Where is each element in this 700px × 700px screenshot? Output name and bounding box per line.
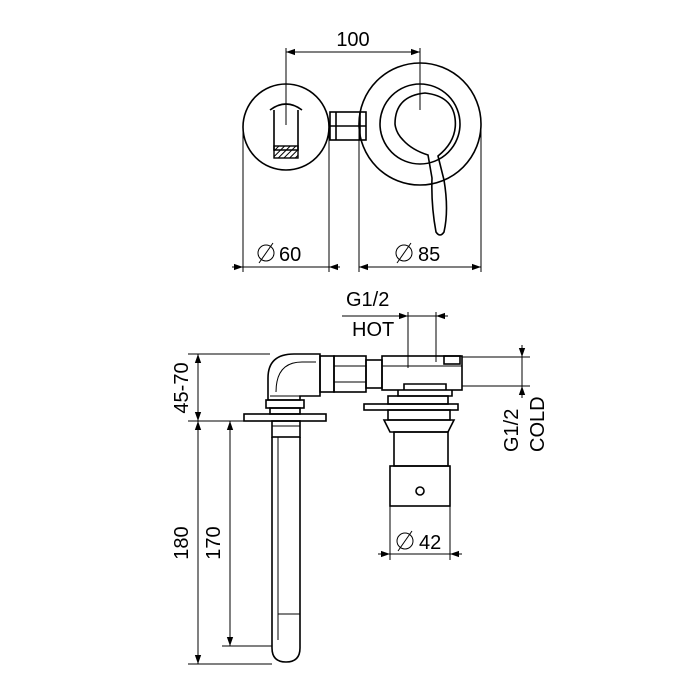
dim-mixer-plate-label: 85	[418, 244, 440, 266]
mixer-body	[363, 355, 463, 507]
dim-mixer-plate: 85	[358, 124, 482, 272]
dim-spout-length-label: 170	[203, 526, 225, 559]
connector-nut	[319, 355, 383, 393]
dim-spacing: 100	[285, 29, 421, 125]
dim-total-height-label: 180	[171, 526, 193, 559]
cold-label: COLD	[527, 396, 549, 452]
dim-total-height: 180	[171, 421, 272, 665]
dim-spout-plate-label: 60	[279, 244, 301, 266]
dim-spacing-label: 100	[336, 29, 369, 51]
cold-thread-label: G1/2	[501, 409, 523, 452]
diameter-icon	[395, 242, 413, 264]
dim-hot-thread: G1/2 HOT	[342, 289, 448, 368]
dim-body-diameter-label: 42	[419, 532, 441, 554]
hot-thread-label: G1/2	[346, 289, 389, 311]
diameter-icon	[257, 242, 275, 264]
dim-depth-range-label: 45-70	[171, 362, 193, 413]
dim-spout-plate: 60	[232, 127, 340, 272]
dim-depth-range: 45-70	[171, 353, 270, 422]
dim-cold-thread: G1/2 COLD	[462, 345, 549, 452]
dim-spout-length: 170	[203, 420, 272, 647]
diameter-icon	[396, 530, 414, 552]
hot-label: HOT	[352, 319, 394, 341]
side-view: 45-70 180 170 G1/2 HOT	[171, 289, 549, 665]
spout	[243, 353, 327, 663]
dim-body-diameter: 42	[378, 506, 462, 560]
top-view: 100 60 85	[232, 29, 482, 272]
